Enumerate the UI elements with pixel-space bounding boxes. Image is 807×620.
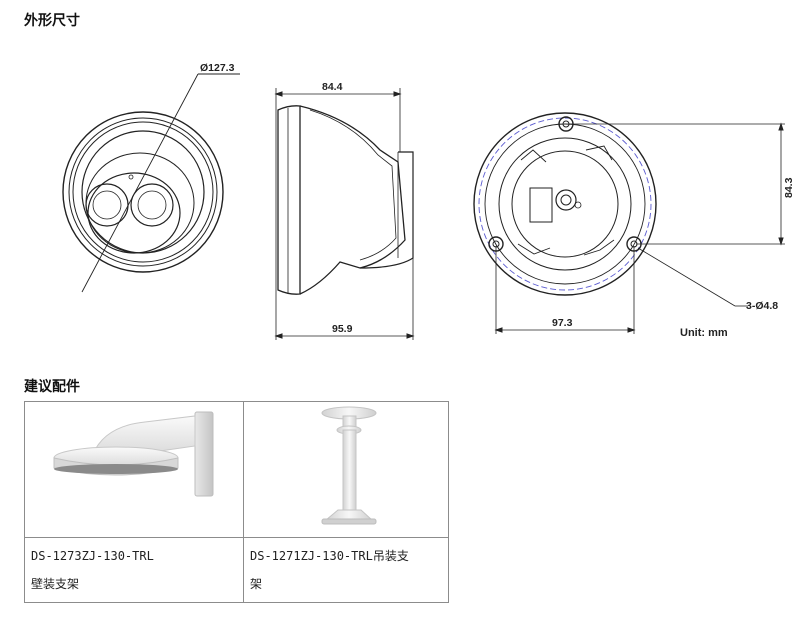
accessory-image-cell bbox=[243, 401, 449, 538]
accessory-caption-cell: DS-1273ZJ-130-TRL 壁装支架 bbox=[24, 537, 244, 603]
side-bottom-width-label: 95.9 bbox=[332, 323, 353, 335]
bottom-width-label: 97.3 bbox=[552, 317, 573, 329]
side-top-width-label: 84.4 bbox=[322, 81, 343, 93]
dimensions-heading: 外形尺寸 bbox=[24, 13, 80, 29]
accessory-model: DS-1273ZJ-130-TRL bbox=[31, 549, 154, 563]
front-view bbox=[62, 73, 240, 293]
accessory-image-cell bbox=[24, 401, 244, 538]
unit-label: Unit: mm bbox=[680, 327, 728, 339]
mount-holes-label: 3-Ø4.8 bbox=[746, 300, 778, 312]
wall-mount-bracket-image bbox=[53, 411, 214, 497]
accessory-model: DS-1271ZJ-130-TRL吊装支 bbox=[250, 549, 409, 563]
bottom-height-label: 84.3 bbox=[783, 177, 795, 198]
accessory-name: 架 bbox=[250, 577, 263, 591]
front-diameter-label: Ø127.3 bbox=[200, 62, 235, 74]
side-view bbox=[274, 88, 415, 340]
pendant-mount-bracket-image bbox=[321, 406, 377, 525]
accessories-table: DS-1273ZJ-130-TRL 壁装支架 DS-1271ZJ-130-TRL… bbox=[24, 401, 449, 603]
bottom-view bbox=[473, 112, 785, 334]
dimension-drawing: Ø127.3 84.4 95.9 bbox=[62, 62, 795, 340]
accessory-caption-cell: DS-1271ZJ-130-TRL吊装支 架 bbox=[243, 537, 449, 603]
accessories-heading: 建议配件 bbox=[24, 379, 80, 395]
accessory-name: 壁装支架 bbox=[31, 577, 80, 591]
